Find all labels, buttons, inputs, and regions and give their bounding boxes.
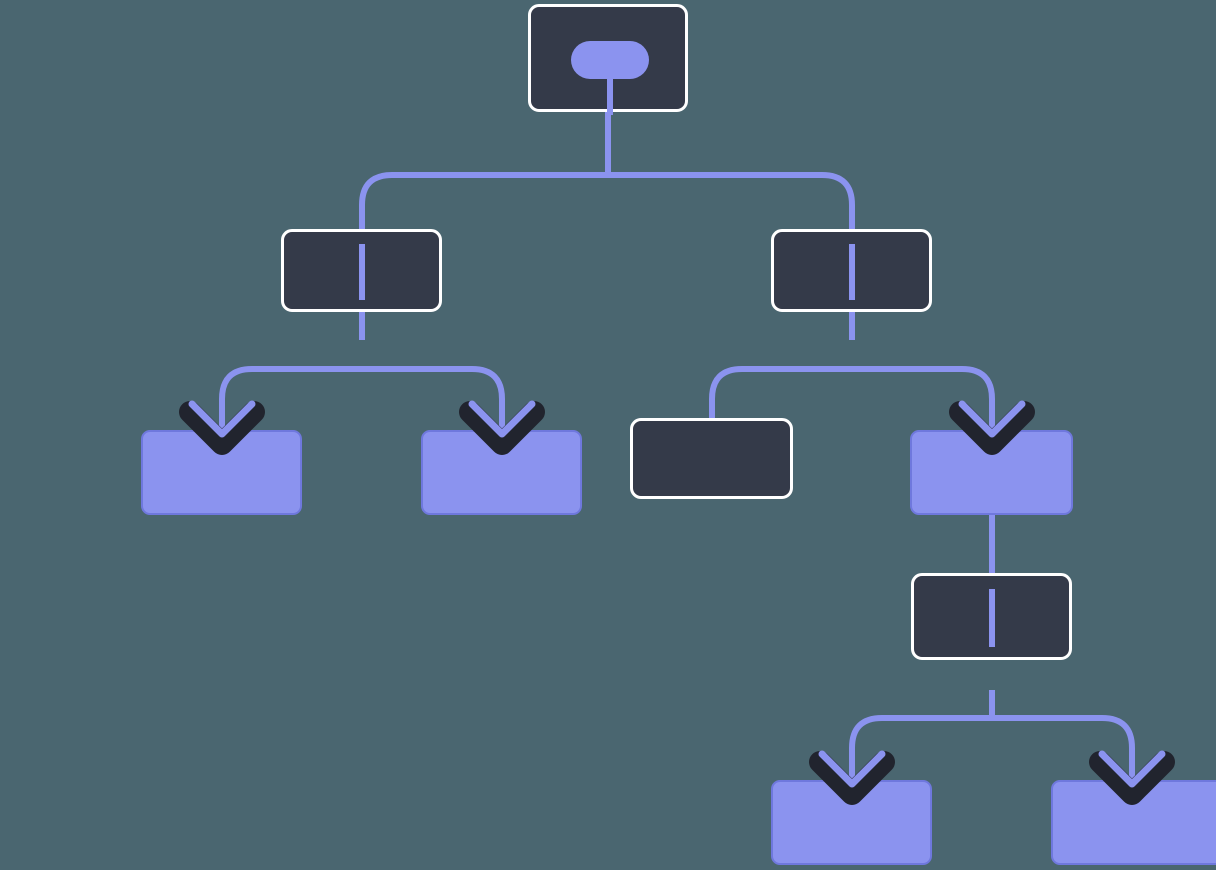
node-l2-right[interactable] <box>771 229 932 312</box>
node-root[interactable] <box>528 4 688 115</box>
edge-l4-a-to-l5-b <box>992 715 1135 805</box>
node-l2-left[interactable] <box>281 229 442 312</box>
edge-l4-a-to-l5-a <box>849 690 995 805</box>
edge-l2-left-to-l3-a <box>219 366 362 455</box>
node-l3-a[interactable] <box>141 430 302 515</box>
node-l3-c[interactable] <box>630 418 793 499</box>
node-l5-b[interactable] <box>1051 780 1216 865</box>
edge-l2-right-to-l3-d <box>852 366 995 455</box>
node-l5-b-label <box>1053 782 1216 863</box>
node-l3-b-label <box>423 432 580 513</box>
node-l5-a[interactable] <box>771 780 932 865</box>
edge-root-to-l2-right <box>608 172 855 340</box>
edge-l2-left-to-l3-b <box>362 366 505 455</box>
node-l2-right-line-through <box>849 244 855 300</box>
node-l5-a-label <box>773 782 930 863</box>
root-pill-icon <box>571 41 649 79</box>
edge-root-to-l2-left <box>359 172 608 340</box>
node-l3-c-label <box>633 421 790 496</box>
node-l2-left-line-through <box>359 244 365 300</box>
node-l3-d-label <box>912 432 1071 513</box>
node-l4-a[interactable] <box>911 573 1072 660</box>
node-l3-a-label <box>143 432 300 513</box>
edge-l2-right-to-l3-c <box>709 366 852 420</box>
node-l4-a-line-through <box>989 589 995 647</box>
node-l3-d[interactable] <box>910 430 1073 515</box>
root-pill-stem <box>607 73 613 115</box>
node-l3-b[interactable] <box>421 430 582 515</box>
